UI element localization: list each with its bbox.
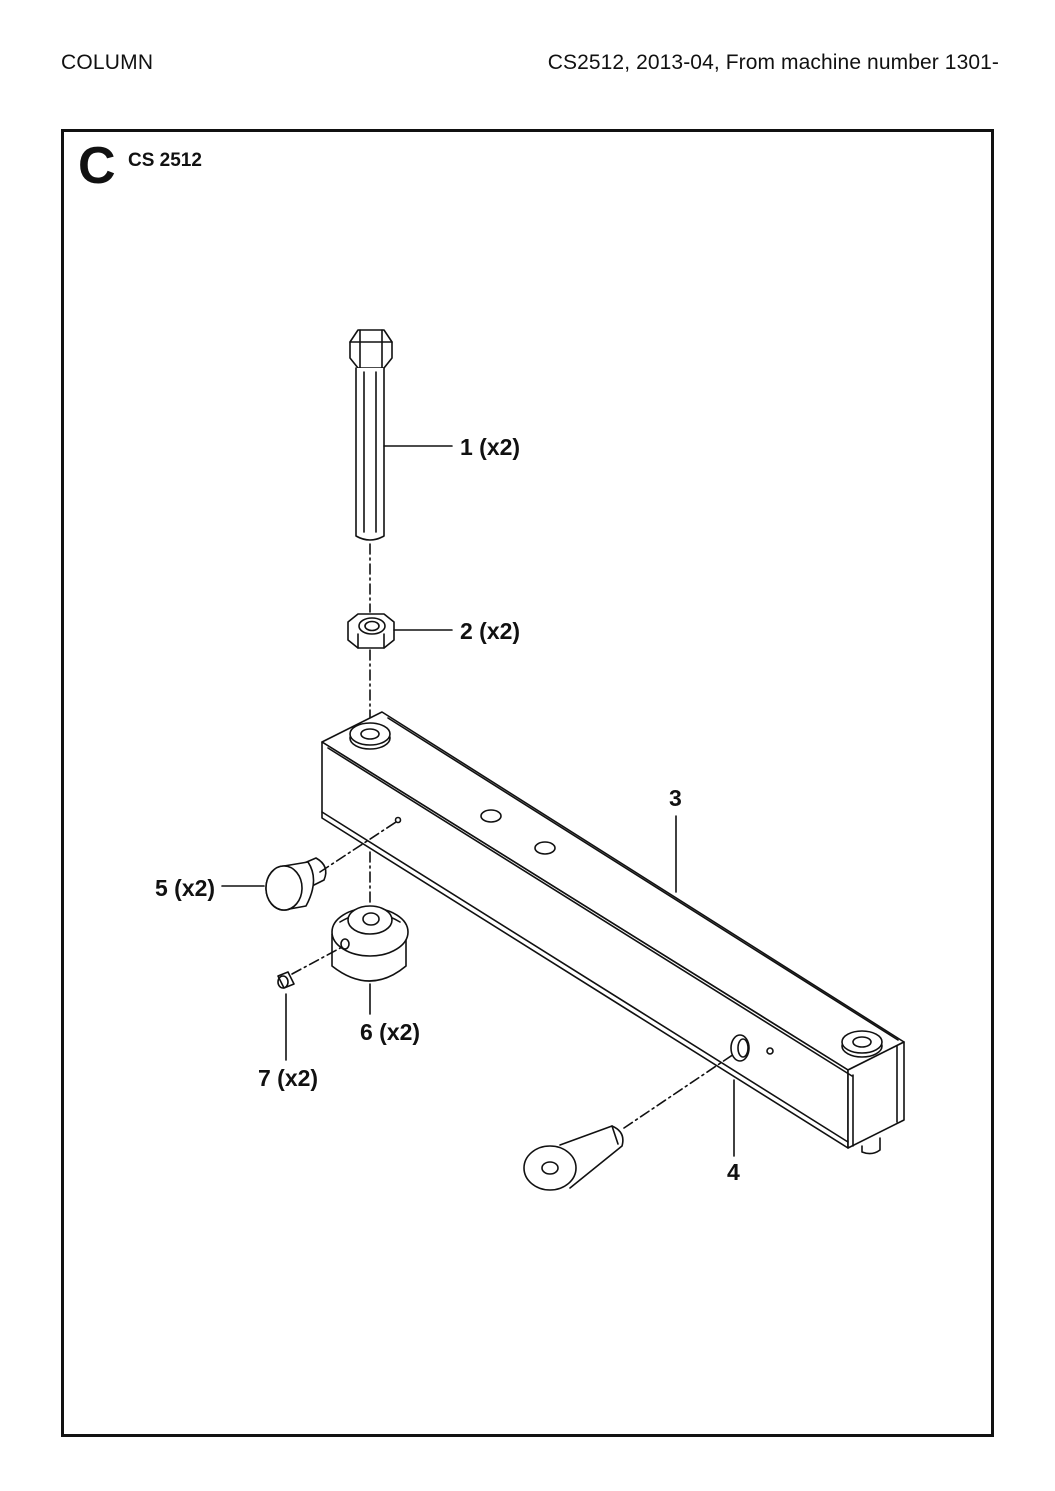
callout-7: 7 (x2) <box>258 1065 318 1091</box>
axis-line-screw <box>291 945 345 975</box>
callout-1: 1 (x2) <box>460 434 520 460</box>
callout-3: 3 <box>669 785 682 811</box>
axis-line-foot <box>319 821 397 873</box>
part-6-collar <box>331 905 409 982</box>
diagram-frame <box>61 129 994 1437</box>
part-5-foot <box>265 857 327 911</box>
callout-4: 4 <box>727 1159 740 1185</box>
axis-line-pin <box>623 1053 735 1129</box>
part-4-pin <box>523 1125 624 1191</box>
part-2-nut <box>347 613 395 649</box>
section-model: CS 2512 <box>128 150 202 171</box>
section-letter: C <box>78 137 116 195</box>
callout-6: 6 (x2) <box>360 1019 420 1045</box>
callout-5: 5 (x2) <box>155 875 215 901</box>
part-1-bolt <box>349 329 393 541</box>
part-3-tube <box>321 711 905 1155</box>
callout-2: 2 (x2) <box>460 618 520 644</box>
part-7-screw <box>277 971 295 989</box>
model-info: CS2512, 2013-04, From machine number 130… <box>547 51 999 74</box>
section-title: COLUMN <box>61 51 154 74</box>
